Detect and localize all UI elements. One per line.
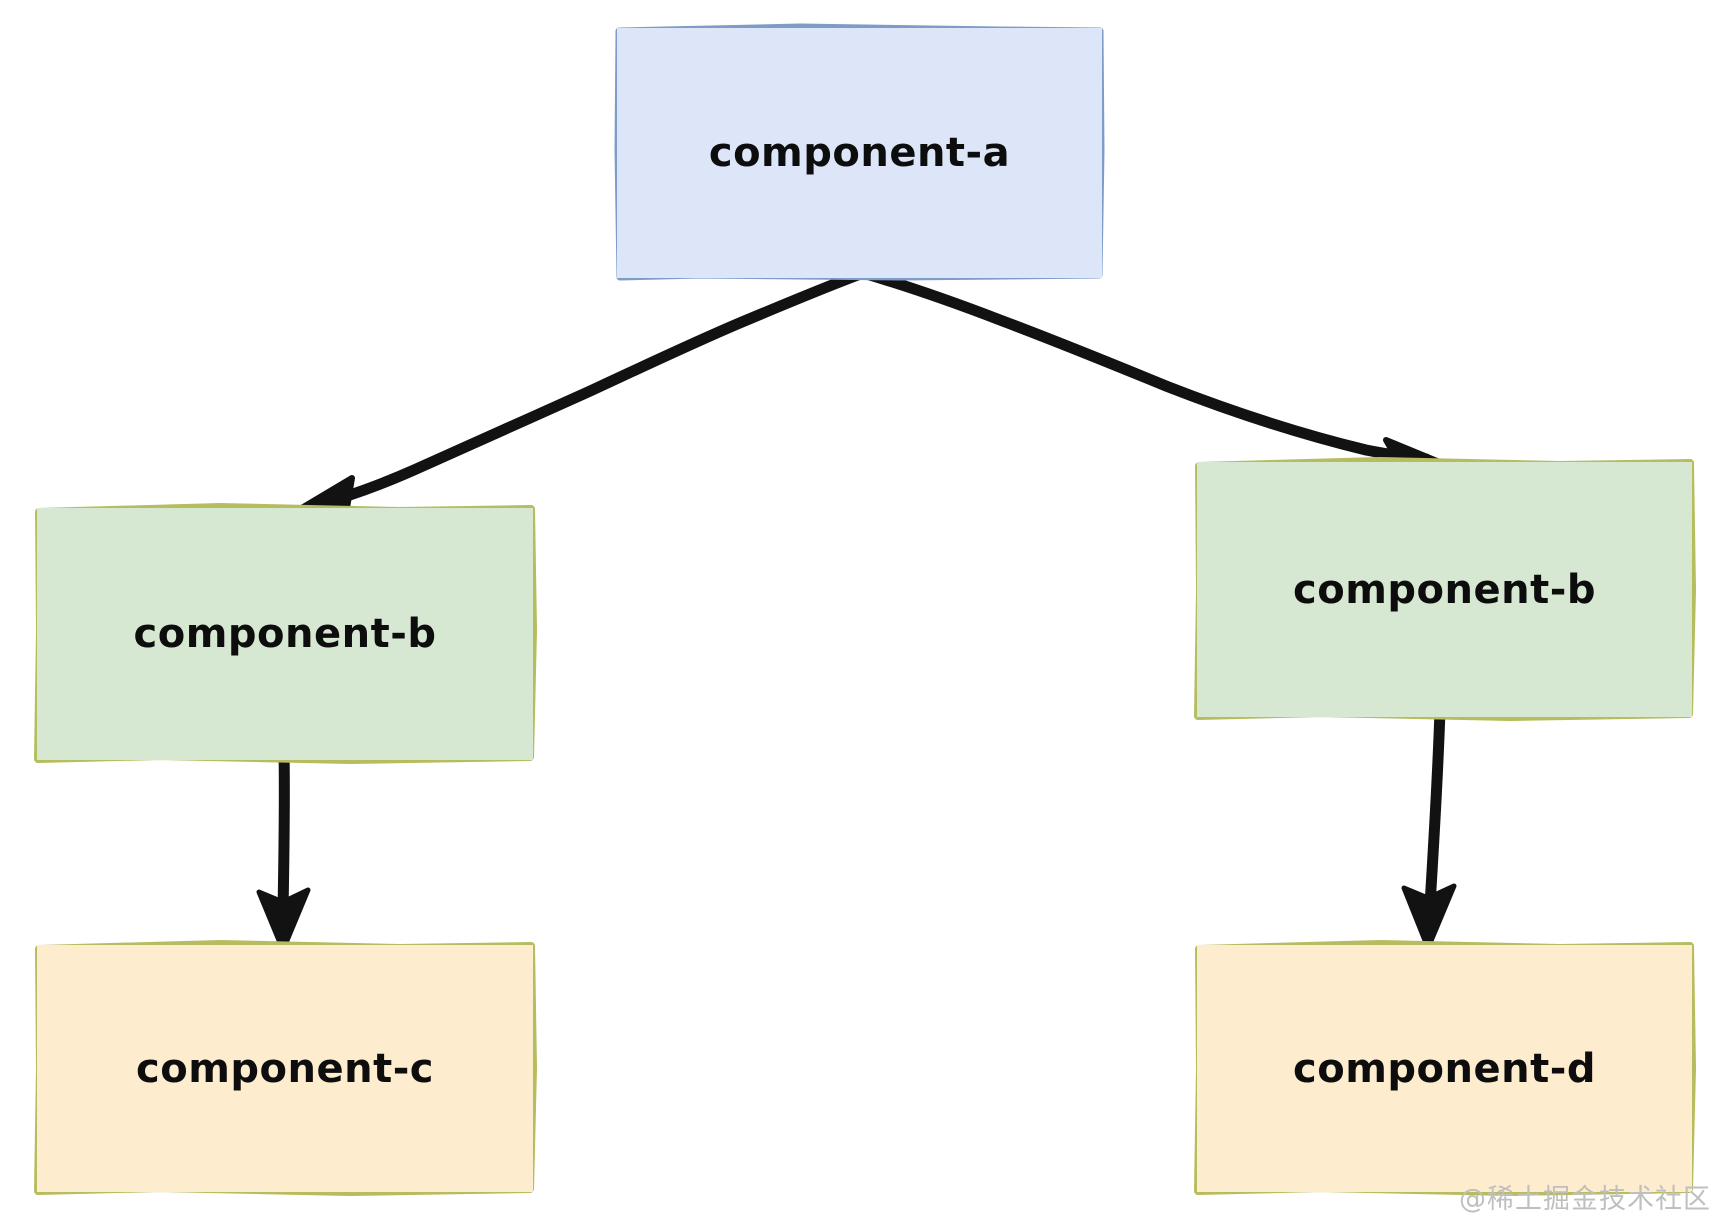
edge-a-to-b-right bbox=[850, 265, 1445, 492]
node-component-c[interactable]: component-c bbox=[37, 945, 533, 1192]
edge-b-right-to-d bbox=[1401, 704, 1457, 951]
node-label-component-b-left: component-b bbox=[133, 611, 437, 657]
watermark-text: @稀土掘金技术社区 bbox=[1459, 1184, 1711, 1215]
node-label-component-b-right: component-b bbox=[1293, 566, 1596, 613]
node-component-b-left[interactable]: component-b bbox=[37, 508, 533, 760]
edge-a-to-b-left bbox=[297, 266, 872, 536]
edge-b-left-to-c bbox=[256, 746, 311, 953]
node-component-b-right[interactable]: component-b bbox=[1197, 462, 1692, 717]
node-label-component-a: component-a bbox=[708, 130, 1011, 176]
node-component-a[interactable]: component-a bbox=[617, 28, 1102, 278]
node-component-d[interactable]: component-d bbox=[1197, 945, 1692, 1192]
node-label-component-c: component-c bbox=[136, 1045, 434, 1092]
node-label-component-d: component-d bbox=[1293, 1045, 1596, 1092]
